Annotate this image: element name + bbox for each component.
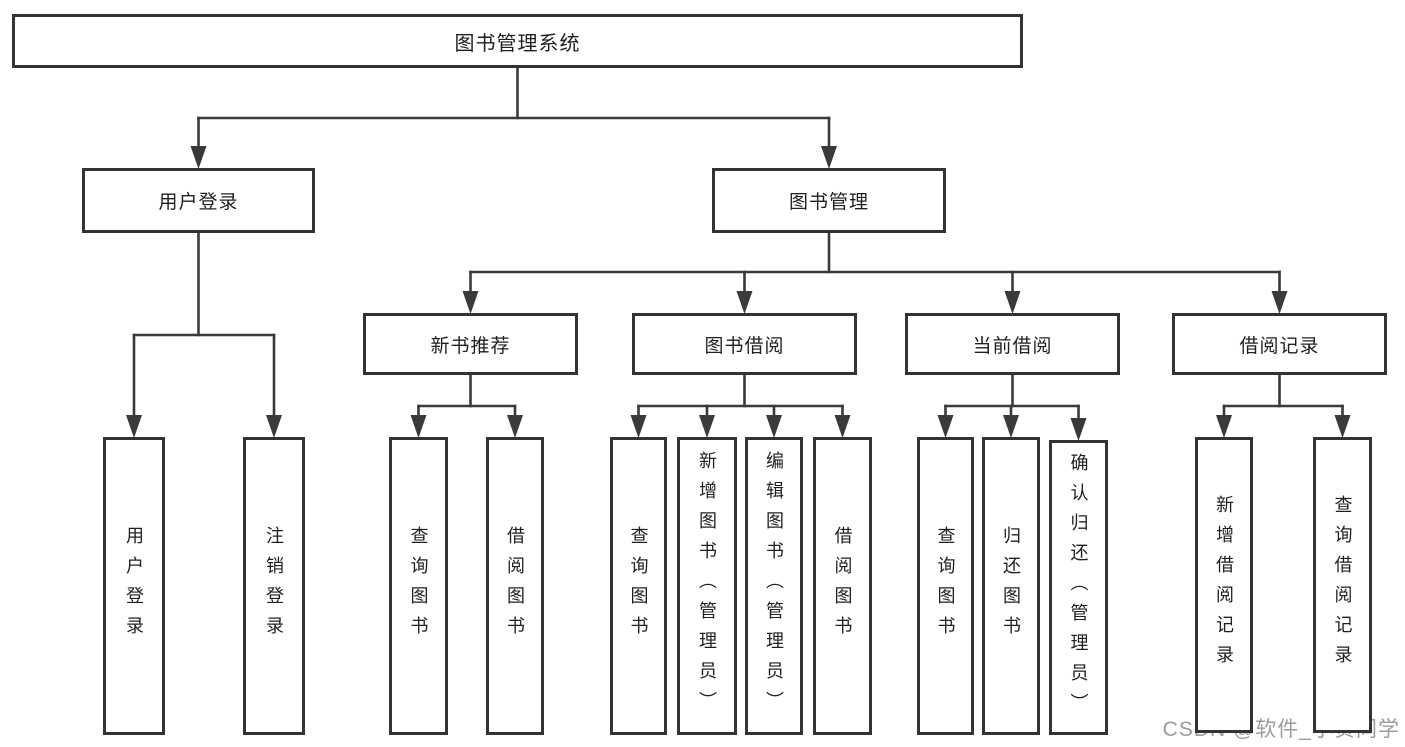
node-label-leaf-return-books: 归还图书 — [1001, 526, 1021, 646]
node-new-book-rec: 新书推荐 — [363, 313, 578, 375]
node-leaf-query-borrow-record: 查询借阅记录 — [1313, 437, 1372, 733]
node-leaf-return-books: 归还图书 — [982, 437, 1040, 735]
node-book-mgmt: 图书管理 — [712, 168, 946, 233]
node-leaf-user-login: 用户登录 — [103, 437, 165, 735]
node-leaf-query-books-cur: 查询图书 — [917, 437, 974, 735]
node-borrow-records: 借阅记录 — [1172, 313, 1387, 375]
node-leaf-borrow-books: 借阅图书 — [813, 437, 872, 735]
node-leaf-add-borrow-record: 新增借阅记录 — [1195, 437, 1253, 733]
node-user-login: 用户登录 — [82, 168, 315, 233]
node-label-leaf-query-books-borrow: 查询图书 — [628, 526, 649, 646]
node-leaf-add-books: 新增图书（管理员） — [677, 437, 737, 735]
node-label-leaf-borrow-books: 借阅图书 — [832, 526, 853, 646]
node-label-current-borrow: 当前借阅 — [972, 335, 1053, 357]
node-leaf-edit-books: 编辑图书（管理员） — [745, 437, 803, 735]
node-root: 图书管理系统 — [12, 14, 1023, 68]
node-label-leaf-add-borrow-record: 新增借阅记录 — [1214, 495, 1234, 675]
node-leaf-confirm-return: 确认归还（管理员） — [1049, 440, 1108, 735]
node-label-leaf-confirm-return: 确认归还（管理员） — [1068, 452, 1089, 723]
node-leaf-borrow-books-rec: 借阅图书 — [486, 437, 544, 735]
node-label-leaf-edit-books: 编辑图书（管理员） — [764, 451, 784, 721]
node-current-borrow: 当前借阅 — [905, 313, 1120, 375]
node-label-borrow-records: 借阅记录 — [1239, 335, 1320, 357]
node-label-leaf-query-borrow-record: 查询借阅记录 — [1332, 495, 1353, 675]
node-label-book-mgmt: 图书管理 — [788, 192, 869, 213]
node-label-new-book-rec: 新书推荐 — [430, 335, 511, 357]
node-label-leaf-user-login: 用户登录 — [124, 526, 144, 646]
node-label-leaf-query-books-rec: 查询图书 — [408, 526, 429, 646]
node-label-leaf-borrow-books-rec: 借阅图书 — [505, 526, 525, 646]
node-label-root: 图书管理系统 — [454, 32, 581, 55]
node-label-leaf-query-books-cur: 查询图书 — [935, 526, 956, 646]
node-label-book-borrow: 图书借阅 — [704, 335, 785, 357]
node-label-leaf-logout: 注销登录 — [264, 526, 284, 646]
node-leaf-query-books-borrow: 查询图书 — [610, 437, 667, 735]
node-book-borrow: 图书借阅 — [632, 313, 857, 375]
node-leaf-logout: 注销登录 — [243, 437, 305, 735]
node-label-leaf-add-books: 新增图书（管理员） — [697, 451, 717, 721]
node-label-user-login: 用户登录 — [158, 192, 239, 213]
node-leaf-query-books-rec: 查询图书 — [389, 437, 448, 735]
